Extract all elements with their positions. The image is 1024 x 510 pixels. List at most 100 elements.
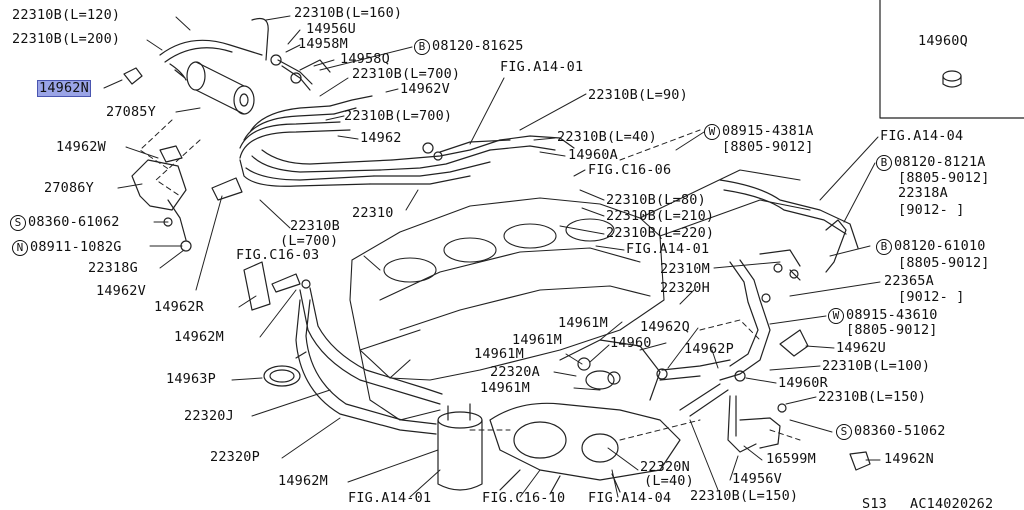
plug-14960q bbox=[942, 70, 962, 88]
label-14960q: 14960Q bbox=[918, 33, 968, 49]
label-22310b-l100: 22310B(L=100) bbox=[822, 358, 931, 374]
label-22310b-l220: 22310B(L=220) bbox=[606, 225, 715, 241]
label-8805-9012-a: [8805-9012] bbox=[722, 139, 814, 155]
label-08911-1082g-text: 08911-1082G bbox=[30, 239, 122, 255]
label-8805-9012-c: [8805-9012] bbox=[898, 255, 990, 271]
label-14956u: 14956U bbox=[306, 21, 356, 37]
inset-frame bbox=[879, 0, 1024, 119]
bolt-b-symbol: B bbox=[876, 239, 892, 255]
label-14962p: 14962P bbox=[684, 341, 734, 357]
label-22320a: 22320A bbox=[490, 364, 540, 380]
washer-w-symbol: W bbox=[828, 308, 844, 324]
label-08120-61010-text: 08120-61010 bbox=[894, 238, 986, 254]
label-22320h: 22320H bbox=[660, 280, 710, 296]
hose-22320j bbox=[299, 287, 443, 405]
label-08915-4381a-text: 08915-4381A bbox=[722, 123, 814, 139]
label-8805-9012-d: [8805-9012] bbox=[846, 322, 938, 338]
label-08360-61062-text: 08360-61062 bbox=[28, 214, 120, 230]
label-08120-8121a-text: 08120-8121A bbox=[894, 154, 986, 170]
label-22310b-l150-a: 22310B(L=150) bbox=[818, 389, 927, 405]
label-08915-43610-text: 08915-43610 bbox=[846, 307, 938, 323]
label-fig-c16-06: FIG.C16-06 bbox=[588, 162, 672, 178]
label-22310b: 22310B bbox=[290, 218, 340, 234]
label-22310m: 22310M bbox=[660, 261, 710, 277]
label-22318g: 22318G bbox=[88, 260, 138, 276]
label-fig-a14-01-top: FIG.A14-01 bbox=[500, 59, 584, 75]
label-14962v-left: 14962V bbox=[96, 283, 146, 299]
label-22310: 22310 bbox=[352, 205, 394, 221]
label-ac14020262: AC14020262 bbox=[910, 496, 994, 510]
screw-s-symbol: S bbox=[836, 424, 852, 440]
label-22310b-l200: 22310B(L=200) bbox=[12, 31, 121, 47]
bolt-b-symbol: B bbox=[414, 39, 430, 55]
clamp-14963p bbox=[263, 351, 307, 387]
label-14956v: 14956V bbox=[732, 471, 782, 487]
label-22310b-l120: 22310B(L=120) bbox=[12, 7, 121, 23]
label-14961m-d: 14961M bbox=[480, 380, 530, 396]
label-22320p: 22320P bbox=[210, 449, 260, 465]
label-27085y: 27085Y bbox=[106, 104, 156, 120]
label-22310b-l700-a: 22310B(L=700) bbox=[352, 66, 461, 82]
label-16599m: 16599M bbox=[766, 451, 816, 467]
label-22310b-l700-b: 22310B(L=700) bbox=[344, 108, 453, 124]
clip-14962r bbox=[271, 273, 301, 293]
label-14962r: 14962R bbox=[154, 299, 204, 315]
label-fig-a14-04-right: FIG.A14-04 bbox=[880, 128, 964, 144]
label-22310b-l90: 22310B(L=90) bbox=[588, 87, 688, 103]
label-14962n-bottom: 14962N bbox=[884, 451, 934, 467]
label-08120-81625-text: 08120-81625 bbox=[432, 38, 524, 54]
canister-27085y bbox=[186, 61, 255, 115]
label-22320j: 22320J bbox=[184, 408, 234, 424]
label-22310b-l150-b: 22310B(L=150) bbox=[690, 488, 799, 504]
label-22310b-l40: 22310B(L=40) bbox=[557, 129, 657, 145]
reservoir-tank bbox=[437, 403, 483, 491]
label-22310b-l160: 22310B(L=160) bbox=[294, 5, 403, 21]
label-22318a: 22318A bbox=[898, 185, 948, 201]
label-14962w: 14962W bbox=[56, 139, 106, 155]
leader-lines bbox=[103, 15, 881, 498]
label-27086y: 27086Y bbox=[44, 180, 94, 196]
hose-22320p bbox=[295, 299, 437, 435]
engine-block bbox=[349, 169, 811, 421]
hose-right-side bbox=[659, 179, 871, 471]
screw-s-symbol: S bbox=[10, 215, 26, 231]
label-s13: S13 bbox=[862, 496, 887, 510]
label-22310b-l80: 22310B(L=80) bbox=[606, 192, 706, 208]
label-14958q: 14958Q bbox=[340, 51, 390, 67]
label-fig-a14-01-mid: FIG.A14-01 bbox=[626, 241, 710, 257]
washer-w-symbol: W bbox=[704, 124, 720, 140]
label-9012-a: [9012- ] bbox=[898, 202, 965, 218]
label-fig-a14-04-bottom: FIG.A14-04 bbox=[588, 490, 672, 506]
label-22310b-l210: 22310B(L=210) bbox=[606, 208, 715, 224]
label-14962v-top: 14962V bbox=[400, 81, 450, 97]
label-fig-a14-01-bottom: FIG.A14-01 bbox=[348, 490, 432, 506]
clip-14962v-left bbox=[211, 177, 271, 311]
label-22320n: 22320N bbox=[640, 459, 690, 475]
small-clamps bbox=[163, 54, 799, 413]
label-14962: 14962 bbox=[360, 130, 402, 146]
bolt-b-symbol: B bbox=[876, 155, 892, 171]
label-08360-51062-text: 08360-51062 bbox=[854, 423, 946, 439]
label-14962n-highlighted: 14962N bbox=[37, 80, 91, 97]
label-14958m: 14958M bbox=[298, 36, 348, 52]
dashed-leaders bbox=[139, 119, 801, 441]
nut-n-symbol: N bbox=[12, 240, 28, 256]
label-14961m-a: 14961M bbox=[558, 315, 608, 331]
label-14962m-left: 14962M bbox=[174, 329, 224, 345]
label-14960a: 14960A bbox=[568, 147, 618, 163]
label-14962q: 14962Q bbox=[640, 319, 690, 335]
bracket-27086y bbox=[131, 145, 187, 241]
label-14960: 14960 bbox=[610, 335, 652, 351]
label-14962m-bottom: 14962M bbox=[278, 473, 328, 489]
label-l700-c: (L=700) bbox=[280, 233, 339, 249]
hose-bundle-upper bbox=[159, 17, 575, 187]
label-14963p: 14963P bbox=[166, 371, 216, 387]
